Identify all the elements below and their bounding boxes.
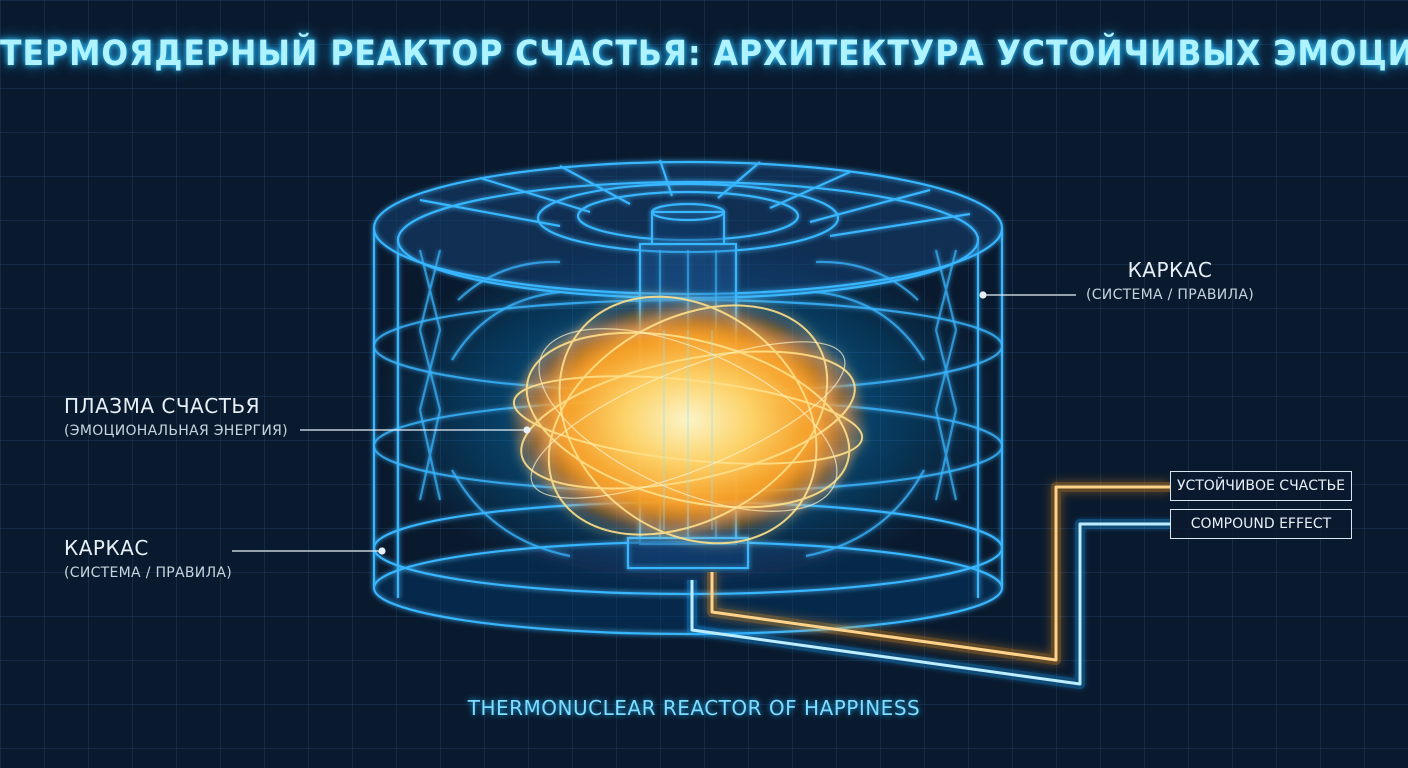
label-frame-right-sub: (СИСТЕМА / ПРАВИЛА) (1085, 287, 1255, 303)
label-frame-right: КАРКАС (СИСТЕМА / ПРАВИЛА) (1080, 258, 1260, 303)
label-frame-right-main: КАРКАС (1127, 258, 1213, 282)
label-frame-left: КАРКАС (СИСТЕМА / ПРАВИЛА) (64, 536, 232, 581)
footer-caption: THERMONUCLEAR REACTOR OF HAPPINESS (467, 696, 921, 720)
label-plasma-sub: (ЭМОЦИОНАЛЬНАЯ ЭНЕРГИЯ) (64, 423, 288, 439)
page-title: ТЕРМОЯДЕРНЫЙ РЕАКТОР СЧАСТЬЯ: АРХИТЕКТУР… (0, 34, 1408, 74)
output-compound-effect: COMPOUND EFFECT (1170, 509, 1352, 539)
label-frame-left-main: КАРКАС (64, 536, 149, 560)
output-pipes (687, 482, 1170, 689)
label-frame-left-sub: (СИСТЕМА / ПРАВИЛА) (64, 565, 233, 581)
label-plasma-main: ПЛАЗМА СЧАСТЬЯ (64, 394, 261, 418)
output-sustainable-happiness: УСТОЙЧИВОЕ СЧАСТЬЕ (1170, 471, 1352, 501)
leader-lines (232, 291, 1076, 555)
label-plasma: ПЛАЗМА СЧАСТЬЯ (ЭМОЦИОНАЛЬНАЯ ЭНЕРГИЯ) (64, 394, 288, 439)
central-solenoid (663, 330, 713, 530)
